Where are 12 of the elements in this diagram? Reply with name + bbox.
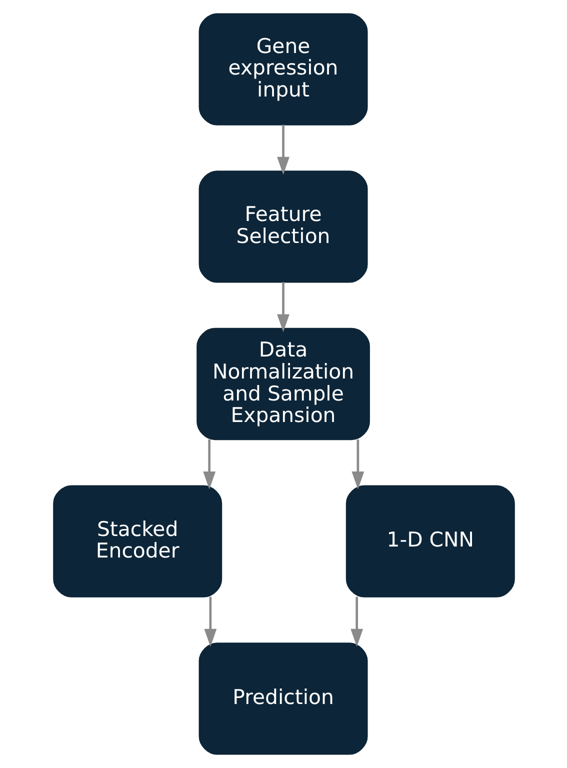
node-box: Feature Selection [198, 170, 368, 283]
arrow [204, 596, 216, 647]
node-box: 1-D CNN [345, 485, 514, 598]
node-box: Gene expression input [198, 13, 368, 126]
node-box: Stacked Encoder [52, 485, 222, 598]
arrow [202, 439, 216, 490]
arrow [276, 124, 289, 175]
node-box: Data Normalization and Sample Expansion [196, 328, 370, 440]
node-box: Prediction [198, 642, 368, 755]
arrow [350, 596, 363, 647]
arrow [351, 439, 364, 490]
arrow [276, 282, 289, 332]
